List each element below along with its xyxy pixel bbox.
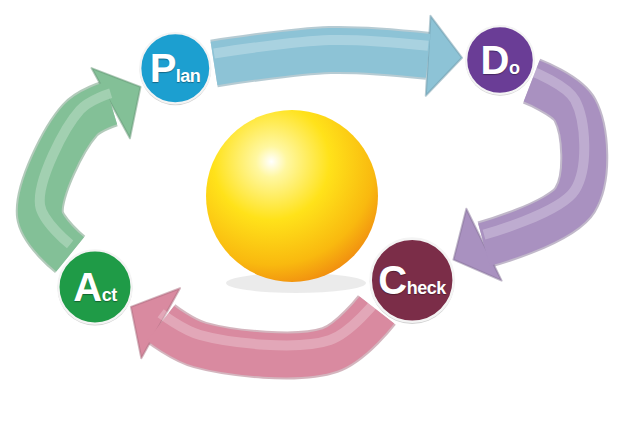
arrow-highlight — [214, 40, 428, 54]
sphere-shadow — [226, 273, 366, 293]
circle-fill — [466, 26, 534, 94]
arrow-highlight — [161, 300, 377, 345]
circle-fill — [140, 33, 210, 103]
phase-circle: Act — [56, 248, 134, 326]
phase-circle: Do — [464, 24, 536, 96]
circle-shadow — [139, 33, 211, 105]
circle-fill — [370, 238, 453, 321]
cycle-arrow — [214, 16, 462, 96]
phase-label: Do — [481, 40, 520, 80]
phase-label: Check — [378, 260, 445, 300]
phase-circle: Plan — [138, 31, 213, 106]
circle-shadow — [58, 251, 133, 326]
cycle-arrow — [131, 288, 377, 358]
cycle-arrow — [453, 71, 584, 280]
arrow-highlight — [40, 93, 111, 244]
center-sphere — [206, 110, 378, 282]
arrow-head — [426, 16, 462, 96]
cycle-arrow — [40, 68, 141, 254]
phase-label: Plan — [150, 48, 201, 88]
circle-fill — [58, 250, 131, 323]
phase-label: Act — [73, 267, 116, 307]
circle-shadow — [465, 27, 534, 96]
phase-circle: Check — [368, 236, 456, 324]
circle-shadow — [370, 239, 455, 324]
